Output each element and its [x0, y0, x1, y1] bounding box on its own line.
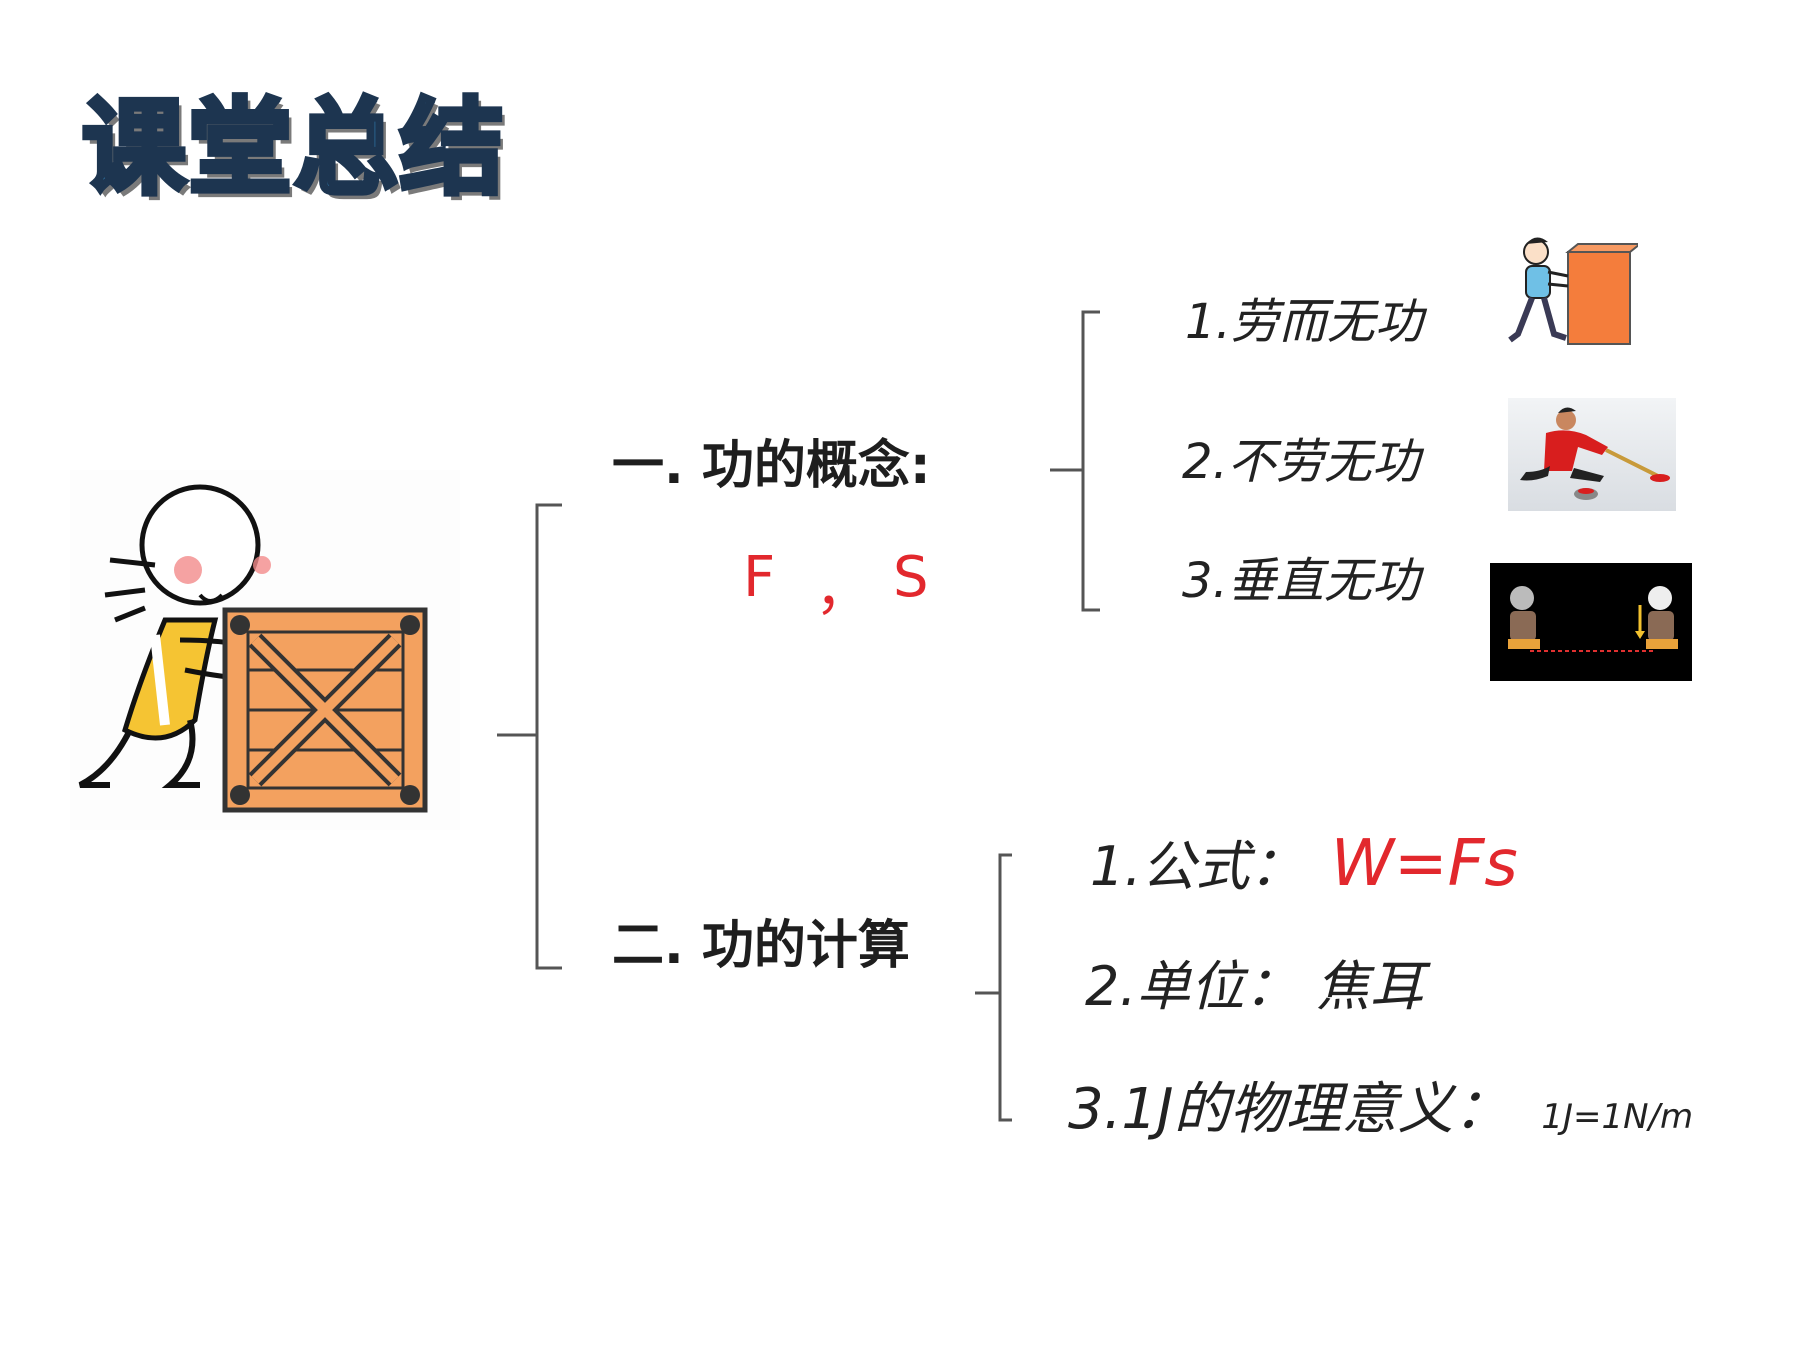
page-title: 课堂总结	[79, 87, 507, 209]
factor-f: F	[743, 545, 776, 610]
formula-value: W=Fs	[1330, 827, 1518, 901]
meaning-value: 1J=1N/m	[1541, 1097, 1694, 1137]
formula-line: 1.公式： W=Fs	[1090, 832, 1518, 896]
force-displacement-diagram	[1490, 563, 1692, 681]
formula-label: 1.公式：	[1090, 835, 1304, 898]
unit-line: 2.单位： 焦耳	[1085, 955, 1424, 1018]
concept-item-2: 2.不劳无功	[1182, 434, 1420, 490]
factor-comma: ，	[815, 558, 871, 623]
curling-athlete-photo	[1508, 398, 1676, 511]
concept-item-3: 3.垂直无功	[1182, 553, 1420, 609]
person-pushing-box-icon	[1508, 232, 1638, 357]
section2-heading: 二. 功的计算	[612, 916, 910, 976]
stick-figure-pushing-crate-icon	[70, 470, 460, 830]
section1-heading: 一. 功的概念:	[612, 436, 931, 496]
factor-s: S	[893, 545, 929, 610]
meaning-label: 3.1J的物理意义：	[1068, 1077, 1510, 1142]
concept-item-1: 1.劳而无功	[1185, 294, 1423, 350]
meaning-line: 3.1J的物理意义： 1J=1N/m	[1068, 1082, 1693, 1138]
